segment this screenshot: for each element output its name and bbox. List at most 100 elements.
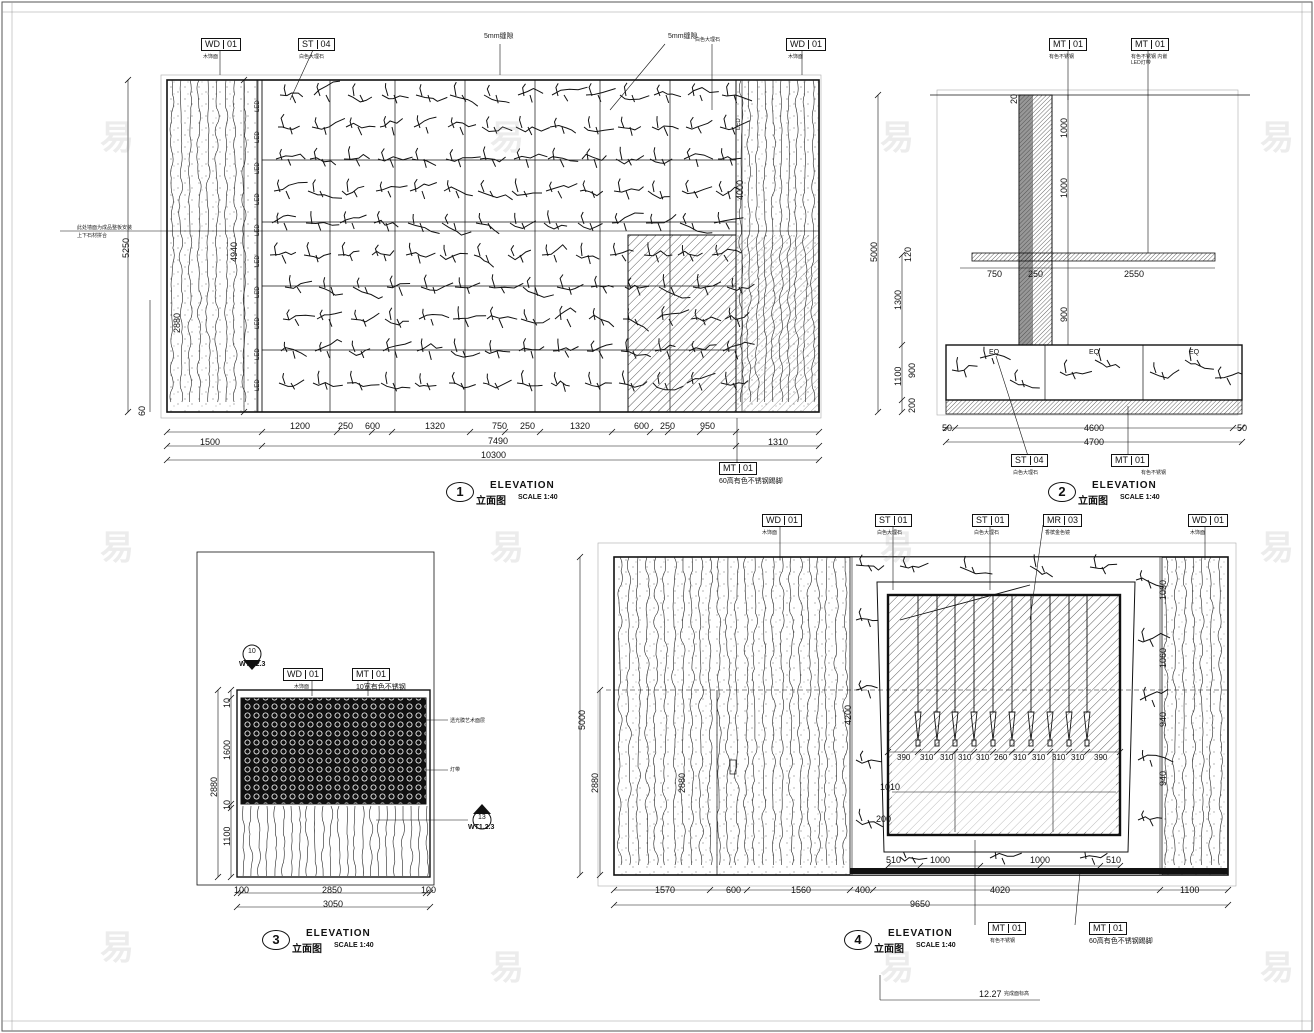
e1-tag-mt01-no: 01 xyxy=(743,463,754,473)
watermark-glyph: 易 xyxy=(490,949,524,987)
e1-hdim-2: 250 xyxy=(338,421,354,431)
e1-hdim-3: 600 xyxy=(365,421,381,431)
e2-vdim-post: 900 xyxy=(1059,306,1069,322)
e4-vdim-r2: 1060 xyxy=(1158,647,1168,668)
e3-tag-mt01-code: MT xyxy=(356,669,369,679)
e2-eq-2: EQ xyxy=(1189,349,1200,356)
e4-tag-st01-b-code: ST xyxy=(976,515,988,525)
e3-vdim-2880: 2880 xyxy=(209,776,219,797)
e4-tag-wd01-left-no: 01 xyxy=(788,515,799,525)
e1-note-wd01-left: 木饰面 xyxy=(203,54,219,60)
e1-led-label-7: LED xyxy=(255,317,261,329)
e4-tag-st01-a-divider xyxy=(893,516,895,526)
e4-vdim-low: 2880 xyxy=(590,772,600,793)
e4-vdim-a: 1010 xyxy=(880,782,901,792)
e2-tag-st04-code: ST xyxy=(1015,455,1027,465)
e4-vdim-b: 200 xyxy=(876,814,892,824)
e1-vdim-base: 60 xyxy=(137,405,147,416)
e4-vdim-r3: 940 xyxy=(1158,711,1168,727)
elevation-1-number: 1 xyxy=(446,482,474,502)
e4-pendant-dim-2: 310 xyxy=(940,753,954,762)
e1-tag-wd01-left-no: 01 xyxy=(227,39,238,49)
elevation-1-title-cn: 立面图 xyxy=(476,496,506,507)
e2-tag-mt01-c-divider xyxy=(1131,456,1132,466)
elevation-4-title-en: ELEVATION xyxy=(888,928,953,939)
e4-pendant-dim-6: 310 xyxy=(1013,753,1027,762)
e4-vdim-r1: 1060 xyxy=(1158,579,1168,600)
elevation-3-drawing xyxy=(196,551,492,911)
e1-tag-wd01-right-code: WD xyxy=(790,39,805,49)
elevation-2-drawing xyxy=(874,50,1250,457)
e1-tag-mt01: MT 01 xyxy=(719,462,758,475)
e1-callout-gap-left: 5mm缝隙 xyxy=(484,33,514,40)
e2-tag-mt01-c-code: MT xyxy=(1115,455,1128,465)
e1-led-label-2: LED xyxy=(255,162,261,174)
e3-tag-mt01-no: 01 xyxy=(376,669,387,679)
e3-vdim-10a: 10 xyxy=(222,697,232,708)
e3-tag-wd01-no: 01 xyxy=(309,669,320,679)
e4-hdim-3: 400 xyxy=(855,885,871,895)
e4-vdim-overall: 5000 xyxy=(577,709,587,730)
e1-vdim-overall: 5250 xyxy=(121,237,131,258)
e4-pendant-dim-8: 310 xyxy=(1052,753,1066,762)
e1-note-mt01: 60高有色不锈钢踢脚 xyxy=(719,478,783,485)
e1-note-wd01-right: 木饰面 xyxy=(788,54,804,60)
e1-dim-mid-total: 7490 xyxy=(488,436,509,446)
elevation-4-number: 4 xyxy=(844,930,872,950)
section-marker-10 xyxy=(242,644,262,670)
e2-vdim-top: 20 xyxy=(1009,93,1019,104)
e1-tag-st04-no: 04 xyxy=(320,39,331,49)
e1-tag-st04-divider xyxy=(316,40,318,50)
e4-tag-st01-b-divider xyxy=(990,516,992,526)
elevation-2-number: 2 xyxy=(1048,482,1076,502)
e3-note-mt01: 10宽有色不锈钢 xyxy=(356,684,406,691)
e3-note-wd01: 木饰面 xyxy=(294,684,310,690)
e3-hdim-mid: 2850 xyxy=(322,885,343,895)
e1-led-label-8: LED xyxy=(255,348,261,360)
e4-note-mt01-a: 有色不锈钢 xyxy=(990,938,1016,944)
watermark-glyph: 易 xyxy=(880,949,914,987)
e2-note-st04: 白色大理石 xyxy=(1013,470,1039,476)
e1-note-st04: 白色大理石 xyxy=(299,54,325,60)
e4-hdim-5: 1100 xyxy=(1180,885,1200,895)
e2-vdim-1300: 1300 xyxy=(893,289,903,310)
e2-eq-1: EQ xyxy=(1089,349,1100,356)
e4-tag-wd01-right-no: 01 xyxy=(1214,515,1225,525)
elevation-4-scale: SCALE 1:40 xyxy=(916,942,956,949)
e3-hdim-left: 100 xyxy=(234,885,250,895)
e4-note-wd01-left: 木饰面 xyxy=(762,530,778,536)
watermark-glyph: 易 xyxy=(1260,949,1294,987)
watermark-glyph: 易 xyxy=(490,529,524,567)
e1-dim-total: 10300 xyxy=(481,450,507,460)
e2-dim-shelf-right: 2550 xyxy=(1124,269,1145,279)
e1-tag-mt01-code: MT xyxy=(723,463,736,473)
watermark-glyph: 易 xyxy=(880,119,914,157)
elevation-3-number: 3 xyxy=(262,930,290,950)
e2-tag-mt01-b-divider xyxy=(1151,40,1152,50)
e4-level: 12.27 xyxy=(979,989,1002,999)
e1-callout-stone: 白色大理石 xyxy=(695,37,721,43)
e4-note-mt01-b: 60高有色不锈钢踢脚 xyxy=(1089,938,1153,945)
watermark-glyph: 易 xyxy=(880,529,914,567)
e1-callout-gap-right: 5mm缝隙 xyxy=(668,33,698,40)
e1-led-label-9: LED xyxy=(255,379,261,391)
e4-hdim-1: 600 xyxy=(726,885,742,895)
section-marker-13 xyxy=(472,804,492,830)
e4-tag-st01-a-no: 01 xyxy=(897,515,908,525)
e2-dim-base-total: 4700 xyxy=(1084,437,1105,447)
e4-tag-mt01-a-code: MT xyxy=(992,923,1005,933)
elevation-2-title-cn: 立面图 xyxy=(1078,496,1108,507)
e2-dim-base-mid: 4600 xyxy=(1084,423,1105,433)
elevation-2-title-en: ELEVATION xyxy=(1092,480,1157,491)
e4-vdim-inner: 4200 xyxy=(843,704,853,725)
